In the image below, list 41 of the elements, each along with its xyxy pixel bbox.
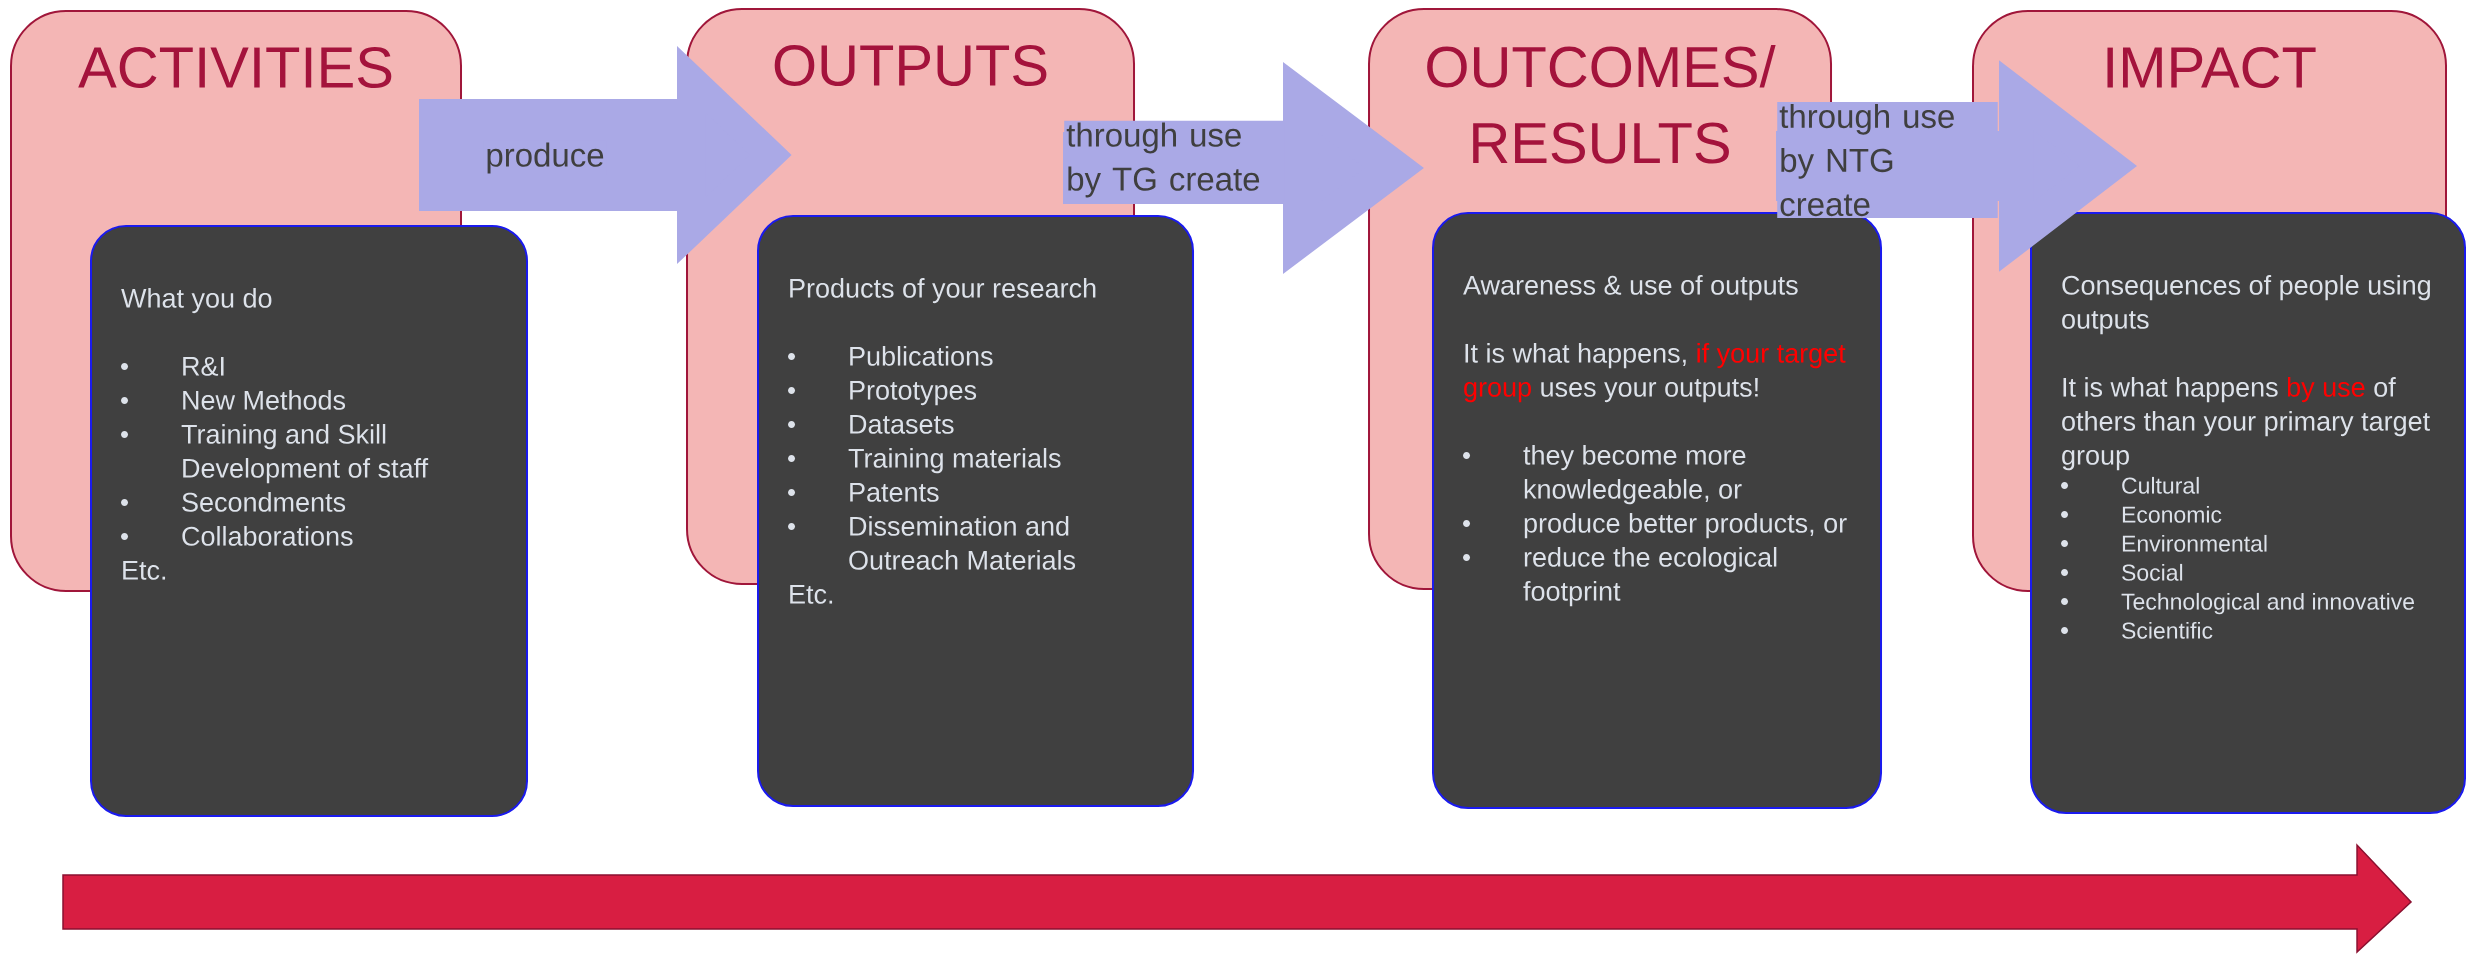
stage-title: OUTCOMES/ RESULTS: [1427, 45, 1776, 164]
node-label: group: [1464, 382, 1531, 403]
text-card: [2030, 212, 2467, 814]
text-card: [90, 225, 528, 817]
list-item: produce better products, or: [1463, 512, 1847, 539]
paragraph: It is what happens, if your target group uses your outputs!: [1464, 342, 1846, 403]
edge-label: through use by NTG create: [1777, 101, 1998, 219]
list-item: Publications: [788, 346, 993, 366]
list-item: Economic: [2061, 505, 2222, 523]
list-item: Collaborations: [121, 526, 353, 546]
paragraph: Products of your research: [790, 278, 1096, 304]
list-item: reduce the ecological footprint: [1463, 546, 1777, 607]
paragraph: Consequences of people using outputs: [2062, 275, 2430, 335]
node-label: if your target: [1697, 342, 1846, 369]
list-item: Dissemination and Outreach Materials: [788, 516, 1076, 570]
paragraph: It is what happens by use of others than your primary target group: [2062, 377, 2430, 471]
stage-title: ACTIVITIES: [78, 47, 392, 89]
list-item: Cultural: [2061, 476, 2199, 494]
edge-label: through use by TG create: [1064, 120, 1285, 200]
list-item: Datasets: [788, 415, 954, 434]
stage-title: IMPACT: [2107, 47, 2316, 89]
list-item: Prototypes: [788, 381, 977, 406]
paragraph: What you do: [121, 288, 272, 314]
node-label: uses your outputs!: [1541, 377, 1758, 403]
paragraph: Etc.: [790, 585, 833, 604]
list-item: Scientific: [2061, 621, 2213, 639]
list-item: Secondments: [121, 492, 346, 512]
paragraph: Etc.: [123, 561, 166, 580]
stage-title: OUTPUTS: [774, 45, 1047, 87]
paragraph: Awareness & use of outputs: [1463, 275, 1798, 301]
edge-label: produce: [483, 140, 607, 176]
list-item: Social: [2061, 563, 2183, 581]
list-item: Training materials: [788, 448, 1061, 474]
list-item: New Methods: [121, 390, 346, 410]
list-item: Technological and innovative: [2061, 592, 2414, 615]
list-item: Training and Skill Development of staff: [121, 424, 429, 484]
list-item: R&I: [121, 356, 224, 376]
node-label: It is what happens,: [1465, 342, 1686, 369]
list-item: Environmental: [2061, 534, 2267, 552]
text-card: [757, 215, 1194, 807]
list-item: Patents: [788, 483, 939, 502]
